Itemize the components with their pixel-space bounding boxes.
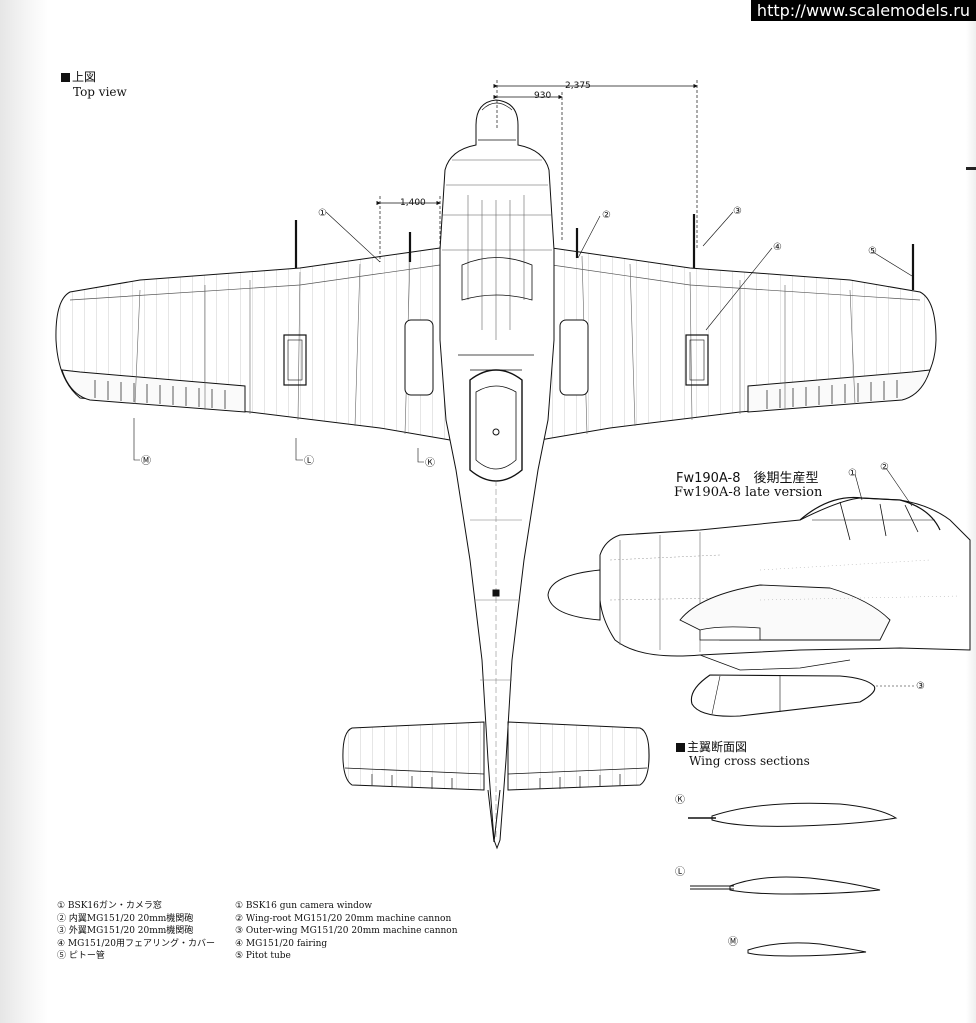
wing-sections-title-ja: 主翼断面図 bbox=[676, 738, 747, 755]
side-view-title-ja: Fw190A-8 後期生産型 bbox=[676, 471, 819, 486]
callout-1: ① bbox=[318, 208, 327, 219]
callout-5: ⑤ bbox=[868, 246, 877, 257]
section-k bbox=[711, 802, 898, 827]
tailplane-outline bbox=[342, 721, 485, 791]
dimension-1400: 1,400 bbox=[400, 198, 426, 208]
legend-item: ④ MG151/20 fairing bbox=[235, 938, 328, 949]
legend-item: ① BSK16 gun camera window bbox=[235, 901, 373, 911]
section-label-m: Ⓜ bbox=[728, 936, 738, 948]
legend-item: ① BSK16ガン・カメラ窓 bbox=[57, 901, 162, 911]
square-bullet-icon bbox=[61, 73, 70, 82]
legend-item: ⑤ ピトー管 bbox=[57, 951, 105, 961]
legend-item: ② 内翼MG151/20 20mm機関砲 bbox=[57, 913, 194, 924]
side-callout-3: ③ bbox=[916, 681, 925, 692]
side-callout-2: ② bbox=[880, 462, 889, 473]
legend-english: ① BSK16 gun camera window ② Wing-root MG… bbox=[235, 900, 458, 963]
callout-2: ② bbox=[602, 210, 611, 221]
section-l bbox=[729, 876, 881, 895]
side-view-title-en: Fw190A-8 late version bbox=[674, 485, 823, 500]
wing-sections-title-en: Wing cross sections bbox=[689, 754, 810, 768]
legend-item: ⑤ Pitot tube bbox=[235, 951, 291, 961]
wing-cross-sections bbox=[688, 802, 898, 957]
legend-item: ③ 外翼MG151/20 20mm機関砲 bbox=[57, 926, 194, 936]
dimension-930: 930 bbox=[534, 91, 551, 101]
legend-japanese: ① BSK16ガン・カメラ窓 ② 内翼MG151/20 20mm機関砲 ③ 外翼… bbox=[57, 900, 215, 963]
right-aileron bbox=[747, 369, 931, 413]
dimension-2375: 2,375 bbox=[565, 81, 591, 91]
page-tab-mark bbox=[966, 167, 976, 170]
section-label-k: Ⓚ bbox=[675, 794, 685, 806]
legend-item: ② Wing-root MG151/20 20mm machine cannon bbox=[235, 913, 452, 924]
top-view-title-en: Top view bbox=[73, 85, 127, 99]
section-mark-l: Ⓛ bbox=[304, 455, 314, 467]
top-view-title-ja: 上図 bbox=[61, 68, 96, 85]
dimension-lines bbox=[376, 80, 698, 262]
cockpit-canopy bbox=[469, 369, 523, 482]
section-m bbox=[747, 942, 867, 957]
watermark: http://www.scalemodels.ru bbox=[750, 0, 976, 21]
callout-3: ③ bbox=[733, 206, 742, 217]
section-mark-k: Ⓚ bbox=[425, 457, 435, 469]
drop-tank bbox=[690, 674, 876, 717]
legend-item: ③ Outer-wing MG151/20 20mm machine canno… bbox=[235, 926, 458, 936]
side-view-aircraft bbox=[547, 496, 971, 717]
tailplane-outline-right bbox=[507, 721, 650, 791]
fuselage-outline bbox=[439, 99, 555, 850]
side-callout-1: ① bbox=[848, 468, 857, 479]
top-view-aircraft bbox=[55, 99, 937, 850]
section-mark-m: Ⓜ bbox=[141, 455, 151, 467]
legend-item: ④ MG151/20用フェアリング・カバー bbox=[57, 938, 215, 949]
callout-4: ④ bbox=[773, 242, 782, 253]
section-label-l: Ⓛ bbox=[675, 866, 685, 878]
page-edge-right bbox=[966, 0, 976, 1023]
side-canopy bbox=[799, 496, 941, 531]
square-bullet-icon bbox=[676, 743, 685, 752]
page-edge-left bbox=[0, 0, 48, 1023]
